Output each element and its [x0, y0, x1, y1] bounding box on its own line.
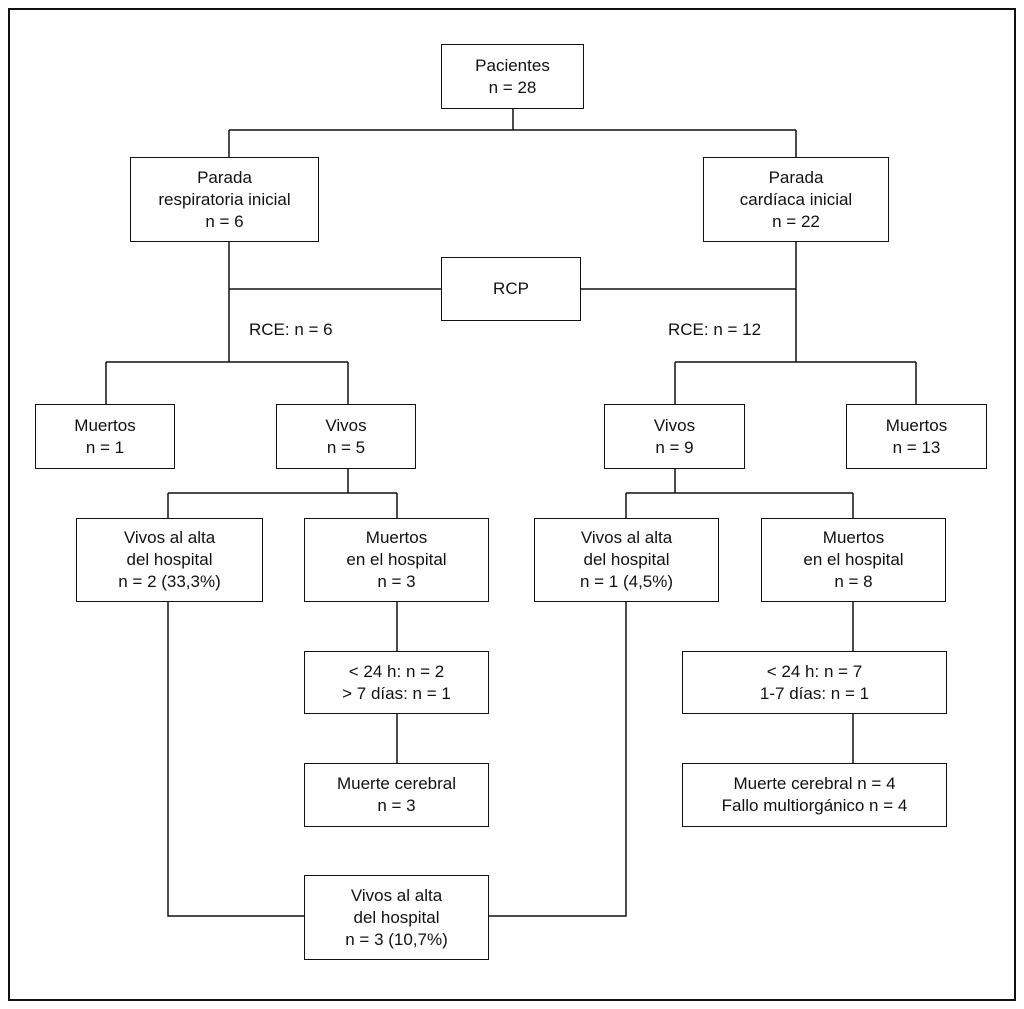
- causa-left-line2: n = 3: [377, 796, 416, 815]
- muertos-hospital-right-count: n = 8: [834, 572, 873, 591]
- muertos-right-count: n = 13: [892, 437, 941, 457]
- parada-cardiaca-box: Parada cardíaca inicial n = 22: [703, 157, 889, 242]
- vivos-right-count: n = 9: [655, 437, 694, 457]
- parada-cardiaca-line1: Parada: [768, 167, 824, 187]
- causa-right-line2: Fallo multiorgánico n = 4: [721, 796, 908, 815]
- causa-right-line1: Muerte cerebral n = 4: [733, 774, 896, 793]
- muertos-hospital-left-count: n = 3: [377, 572, 416, 591]
- vivos-left-count: n = 5: [326, 437, 366, 457]
- vivos-alta-total-line1: Vivos al alta: [350, 885, 443, 905]
- causa-right-box: Muerte cerebral n = 4 Fallo multiorgánic…: [682, 763, 947, 827]
- vivos-right-title: Vivos: [653, 415, 696, 435]
- vivos-left-box: Vivos n = 5: [276, 404, 416, 469]
- vivos-alta-total-line2: del hospital: [353, 907, 440, 927]
- muertos-right-title: Muertos: [885, 415, 948, 435]
- parada-cardiaca-line2: cardíaca inicial: [739, 189, 853, 209]
- muertos-left-box: Muertos n = 1: [35, 404, 175, 469]
- rcp-box: RCP: [441, 257, 581, 321]
- vivos-alta-right-line1: Vivos al alta: [580, 528, 673, 547]
- pacientes-box: Pacientes n = 28: [441, 44, 584, 109]
- pacientes-title: Pacientes: [475, 55, 550, 75]
- parada-respiratoria-count: n = 6: [205, 211, 244, 231]
- vivos-alta-total-count: n = 3 (10,7%): [345, 929, 448, 949]
- parada-respiratoria-line1: Parada: [197, 167, 252, 187]
- muertos-hospital-left-box: Muertos en el hospital n = 3: [304, 518, 489, 602]
- muertos-left-title: Muertos: [74, 415, 136, 435]
- causa-left-box: Muerte cerebral n = 3: [304, 763, 489, 827]
- vivos-right-box: Vivos n = 9: [604, 404, 745, 469]
- rce-left-label: RCE: n = 6: [249, 320, 333, 339]
- tiempo-left-line1: < 24 h: n = 2: [348, 661, 445, 681]
- vivos-alta-right-line2: del hospital: [583, 550, 670, 569]
- vivos-left-title: Vivos: [325, 415, 367, 435]
- parada-respiratoria-box: Parada respiratoria inicial n = 6: [130, 157, 319, 242]
- muertos-hospital-right-box: Muertos en el hospital n = 8: [761, 518, 946, 602]
- muertos-hospital-right-line2: en el hospital: [803, 550, 904, 569]
- vivos-alta-left-line2: del hospital: [126, 550, 213, 569]
- causa-left-line1: Muerte cerebral: [336, 774, 457, 793]
- muertos-hospital-left-line2: en el hospital: [346, 550, 447, 569]
- muertos-hospital-right-line1: Muertos: [822, 528, 885, 547]
- muertos-left-count: n = 1: [85, 437, 125, 457]
- vivos-alta-right-box: Vivos al alta del hospital n = 1 (4,5%): [534, 518, 719, 602]
- figure-frame: [8, 8, 1016, 1001]
- parada-respiratoria-line2: respiratoria inicial: [158, 189, 291, 209]
- tiempo-left-box: < 24 h: n = 2 > 7 días: n = 1: [304, 651, 489, 714]
- tiempo-right-box: < 24 h: n = 7 1-7 días: n = 1: [682, 651, 947, 714]
- vivos-alta-total-box: Vivos al alta del hospital n = 3 (10,7%): [304, 875, 489, 960]
- parada-cardiaca-count: n = 22: [772, 211, 820, 231]
- muertos-right-box: Muertos n = 13: [846, 404, 987, 469]
- rce-right-label: RCE: n = 12: [668, 320, 762, 339]
- vivos-alta-left-box: Vivos al alta del hospital n = 2 (33,3%): [76, 518, 263, 602]
- vivos-alta-left-line1: Vivos al alta: [123, 528, 216, 547]
- muertos-hospital-left-line1: Muertos: [365, 528, 428, 547]
- vivos-alta-right-count: n = 1 (4,5%): [579, 572, 674, 591]
- pacientes-count: n = 28: [488, 77, 537, 97]
- vivos-alta-left-count: n = 2 (33,3%): [118, 572, 221, 591]
- tiempo-right-line2: 1-7 días: n = 1: [759, 683, 870, 703]
- tiempo-right-line1: < 24 h: n = 7: [766, 661, 863, 681]
- rcp-label: RCP: [493, 279, 529, 298]
- tiempo-left-line2: > 7 días: n = 1: [342, 683, 451, 703]
